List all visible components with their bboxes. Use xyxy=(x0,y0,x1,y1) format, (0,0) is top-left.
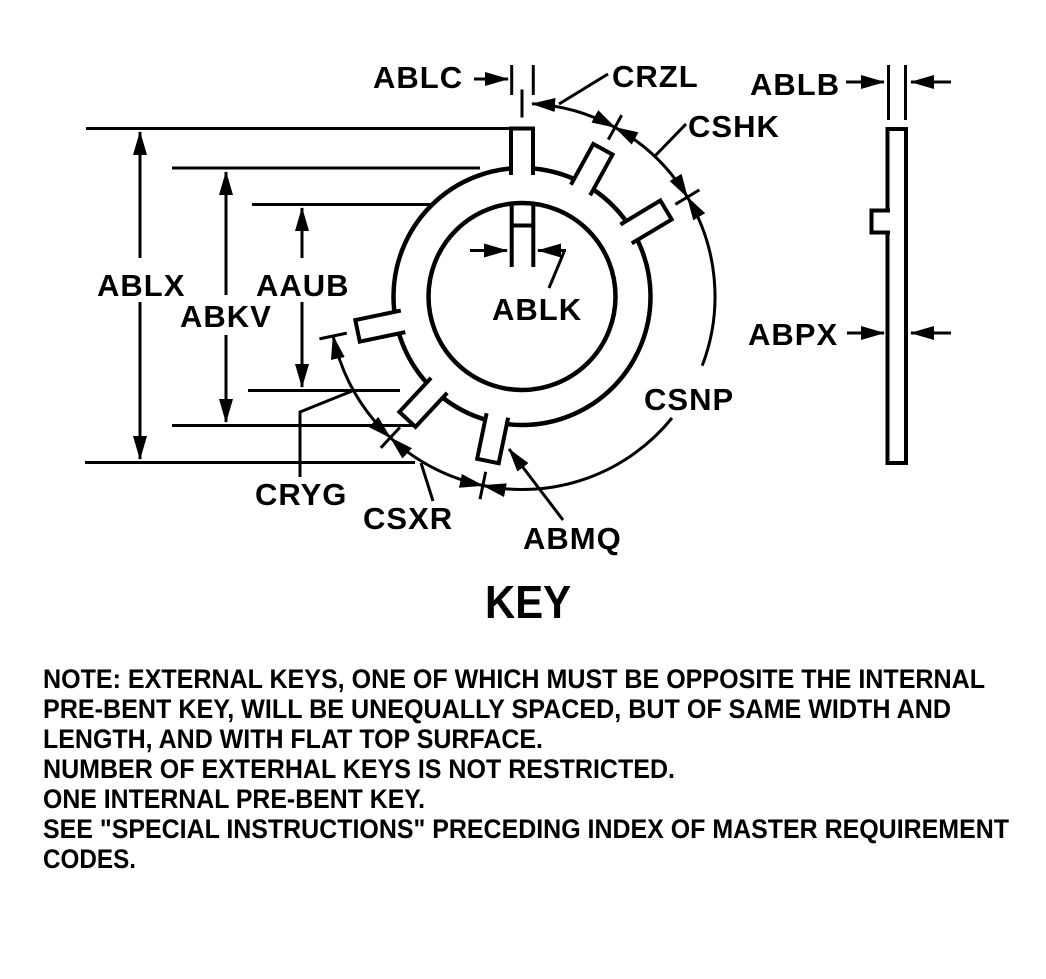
label-ablk: ABLK xyxy=(492,292,582,327)
side-view-bent-key-tab xyxy=(869,208,890,235)
label-abmq: ABMQ xyxy=(523,521,622,556)
side-view xyxy=(846,65,951,465)
extension-lines xyxy=(85,65,535,464)
label-ablx: ABLX xyxy=(97,268,185,303)
ablk-leader xyxy=(547,251,566,289)
tick-mark xyxy=(674,188,701,206)
label-abpx: ABPX xyxy=(748,317,838,352)
csxr-leader xyxy=(419,462,435,502)
washer-body xyxy=(352,126,675,466)
external-key xyxy=(352,308,406,344)
drawing-title: KEY xyxy=(485,576,571,628)
label-csnp: CSNP xyxy=(644,382,734,417)
text-gap xyxy=(92,258,196,302)
label-abkv: ABKV xyxy=(180,299,272,334)
angular-dimension-arcs xyxy=(319,89,717,500)
dimension-labels: ABLC CRZL ABLB CSHK ABLX ABKV AAUB ABLK … xyxy=(97,59,840,556)
text-gap xyxy=(638,380,742,417)
abmq-leader-arrow xyxy=(507,448,565,521)
label-ablb: ABLB xyxy=(750,67,840,102)
label-ablc: ABLC xyxy=(373,60,463,95)
tick-mark xyxy=(379,426,401,449)
crzl-arc xyxy=(531,98,616,129)
label-aaub: AAUB xyxy=(256,268,350,303)
width-dimension-arrows xyxy=(470,72,566,258)
note-line: NUMBER OF EXTERHAL KEYS IS NOT RESTRICTE… xyxy=(43,754,675,784)
cryg-arc xyxy=(330,335,392,439)
tick-mark xyxy=(319,331,348,341)
external-key xyxy=(396,376,449,430)
note-line: SEE "SPECIAL INSTRUCTIONS" PRECEDING IND… xyxy=(43,814,1009,844)
internal-key xyxy=(509,126,535,175)
text-gap xyxy=(250,258,360,302)
label-cshk: CSHK xyxy=(688,109,780,144)
csnp-arc-upper xyxy=(686,196,717,367)
note-line: ONE INTERNAL PRE-BENT KEY. xyxy=(43,784,425,814)
crzl-leader xyxy=(558,72,609,106)
csxr-arc xyxy=(389,436,484,488)
note-line: LENGTH, AND WITH FLAT TOP SURFACE. xyxy=(43,724,543,754)
note-line: CODES. xyxy=(43,844,136,874)
external-key xyxy=(569,141,616,197)
front-view xyxy=(85,65,742,521)
tick-mark xyxy=(478,471,488,500)
note-block: NOTE: EXTERNAL KEYS, ONE OF WHICH MUST B… xyxy=(43,664,1009,874)
cshk-leader xyxy=(652,122,688,159)
note-line: PRE-BENT KEY, WILL BE UNEQUALLY SPACED, … xyxy=(43,694,951,724)
note-line: NOTE: EXTERNAL KEYS, ONE OF WHICH MUST B… xyxy=(43,664,985,694)
csnp-arc-lower xyxy=(481,417,674,498)
external-key xyxy=(619,197,675,246)
internal-key-bore-detail xyxy=(509,204,536,267)
cryg-leader xyxy=(298,389,353,477)
label-csxr: CSXR xyxy=(363,501,453,536)
label-crzl: CRZL xyxy=(612,59,699,94)
leader-lines xyxy=(298,72,688,521)
tick-mark xyxy=(606,114,624,141)
label-cryg: CRYG xyxy=(255,477,347,512)
external-key xyxy=(474,412,511,466)
inner-bore-circle xyxy=(426,200,618,393)
cshk-arc xyxy=(614,126,689,198)
side-view-plate xyxy=(885,127,908,465)
